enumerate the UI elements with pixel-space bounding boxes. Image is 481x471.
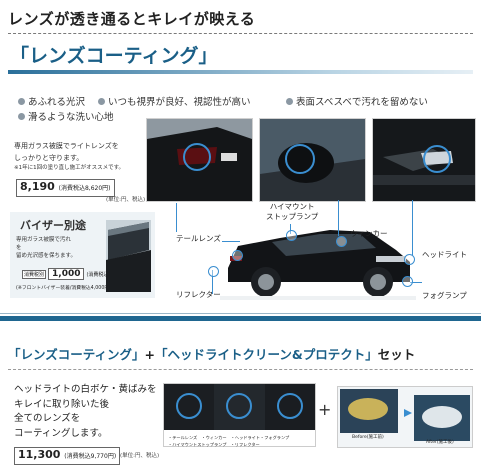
plus-sign: + [318, 400, 332, 419]
callout-line [222, 241, 240, 242]
callout-reflector: リフレクター [176, 290, 221, 299]
callout-foglamp: フォグランプ [422, 291, 467, 300]
marker-circle [208, 266, 219, 277]
callout-winker: ウィンカー [350, 229, 388, 238]
set-price-note: (単位:円、税込) [120, 453, 160, 459]
section-divider-thin [0, 313, 481, 314]
marker-circle [402, 276, 413, 287]
marker-circle [336, 236, 347, 247]
callout-line [410, 282, 422, 283]
photo-tail-lens [146, 118, 253, 202]
lens-coating-price-note: (単位:円、税込) [106, 197, 146, 203]
callout-line [412, 200, 413, 255]
feature-item: いつも視界が良好、視認性が高い [98, 94, 251, 108]
lens-coating-price: 8,190 (消費税込8,620円) [16, 179, 115, 197]
before-label: Before(施工前) [352, 435, 384, 440]
marker-circle [286, 230, 297, 241]
feature-item: あふれる光沢 [18, 94, 85, 108]
marker-circle [232, 250, 243, 261]
callout-line [338, 200, 339, 236]
set-coverage-image: ・テールレンズ ・ウィンカー ・ヘッドライト・フォグランプ ・ハイマウントストッ… [163, 383, 316, 447]
callout-line [176, 203, 177, 232]
set-price: 11,300 (消費税込9,770円) [14, 447, 121, 465]
callout-tail-lens: テールレンズ [176, 234, 221, 243]
callout-line [212, 270, 213, 294]
lens-coating-description: 専用ガラス被膜でライトレンズを しっかりと守ります。 ※1年に1回の塗り直し施工… [14, 142, 125, 171]
visor-price-note: (※フロントバイザー装着/消費税込4,000円) [16, 286, 112, 291]
set-title: 「レンズコーティング」+「ヘッドライトクリーン&プロテクト」セット [8, 347, 416, 362]
bullet-icon [18, 112, 25, 120]
car-illustration [220, 230, 416, 300]
set-description: ヘッドライトの白ボケ・黄ばみを キレイに取り除いた後 全てのレンズを コーティン… [14, 384, 157, 439]
visor-section: バイザー別途 専用ガラス被膜で汚れを 留め光沢感を保ちます。 消費税別 1,00… [10, 212, 155, 298]
visor-photo [106, 220, 151, 292]
callout-line [290, 224, 291, 234]
page-title: 「レンズコーティング」 [10, 45, 218, 67]
callout-high-mount-stop-lamp: ハイマウント ストップランプ [266, 202, 319, 221]
visor-title: バイザー別途 [20, 219, 86, 232]
bullet-icon [18, 97, 25, 105]
marker-circle [404, 254, 415, 265]
after-label: After(施工後) [426, 440, 454, 445]
dashed-divider [8, 369, 473, 370]
section-divider [0, 316, 481, 321]
bullet-icon [286, 97, 293, 105]
bullet-icon [98, 97, 105, 105]
feature-item: 表面スベスベで汚れを留めない [286, 94, 428, 108]
feature-item: 滑るような洗い心地 [18, 109, 114, 123]
callout-headlight: ヘッドライト [422, 250, 467, 259]
before-after-image: Before(施工前) After(施工後) [337, 386, 473, 448]
headline: レンズが透き通るとキレイが映える [8, 10, 256, 28]
title-underline [8, 70, 473, 74]
dashed-divider [8, 33, 473, 34]
photo-headlight [372, 118, 476, 202]
visor-description: 専用ガラス被膜で汚れを 留め光沢感を保ちます。 [16, 237, 76, 259]
photo-side-mirror [259, 118, 366, 202]
